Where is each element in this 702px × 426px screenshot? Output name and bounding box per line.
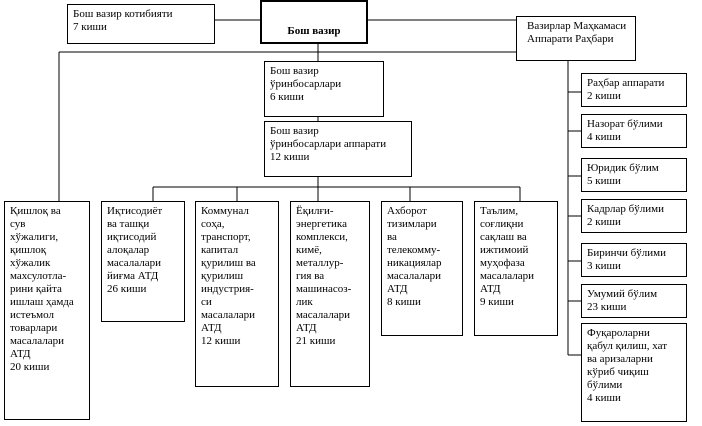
legal-dept-box: Юридик бўлим 5 киши (581, 158, 687, 192)
control-dept-box: Назорат бўлими 4 киши (581, 114, 687, 148)
education-dept-box: Таълим, соғлиқни сақлаш ва ижтимоий муҳо… (474, 201, 558, 336)
agriculture-dept-box: Қишлоқ ва сув хўжалиги, қишлоқ хўжалик м… (4, 201, 90, 420)
first-dept-box: Биринчи бўлими 3 киши (581, 243, 687, 277)
information-dept-box: Ахборот тизимлари ва телекомму- никациял… (381, 201, 463, 336)
general-dept-box: Умумий бўлим 23 киши (581, 284, 687, 318)
energy-dept-box: Ёқилғи- энергетика комплекси, кимё, мета… (290, 201, 370, 387)
citizens-dept-box: Фуқароларни қабул қилиш, хат ва аризалар… (581, 323, 687, 422)
cabinet-head-box: Вазирлар Маҳкамаси Аппарати Раҳбари (516, 16, 636, 61)
prime-minister-box: Бош вазир (260, 0, 368, 44)
communal-dept-box: Коммунал соҳа, транспорт, капитал қурили… (195, 201, 279, 387)
deputies-apparatus-box: Бош вазир ўринбосарлари аппарати 12 киши (264, 121, 412, 177)
personnel-dept-box: Кадрлар бўлими 2 киши (581, 199, 687, 233)
economy-dept-box: Иқтисодиёт ва ташқи иқтисодий алоқалар м… (101, 201, 185, 322)
deputies-box: Бош вазир ўринбосарлари 6 киши (264, 61, 384, 117)
pm-secretariat-box: Бош вазир котибияти 7 киши (67, 4, 215, 44)
leadership-apparatus-box: Раҳбар аппарати 2 киши (581, 73, 687, 107)
